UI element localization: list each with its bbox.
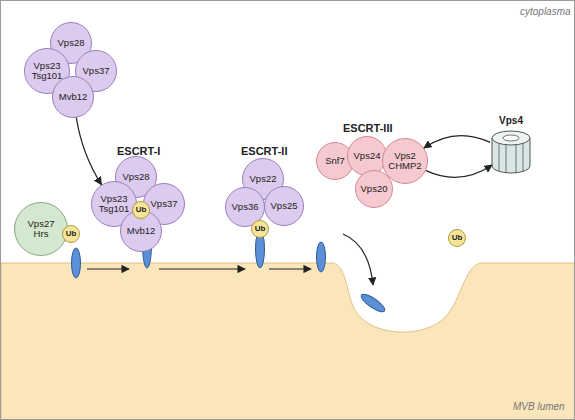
recruitment-arrow [424,136,490,148]
region-label: cytoplasma [520,6,571,17]
text-wrap: Vps36 [232,202,259,212]
text-wrap: Ub [255,225,266,234]
protein-name: Vps24 [354,151,381,161]
text-wrap: Vps37 [151,199,178,209]
text-wrap: Ub [66,230,77,239]
text-wrap: Vps20 [361,184,388,194]
flow-arrow [159,268,245,269]
protein-name: Vps27 Hrs [15,219,67,240]
protein-name: Vps23 Tsg101 [92,194,136,215]
text-wrap: Mvb12 [127,226,156,236]
text-wrap: Snf7 [325,156,345,166]
protein-name: Vps28 [123,172,150,182]
ubiquitin-tag: Ub [132,201,150,219]
protein-name: Snf7 [325,156,345,166]
sorting-arrow [343,234,373,285]
text-wrap: Vps25 [271,201,298,211]
region-label: MVB lumen [513,401,565,412]
cargo-protein [317,242,326,272]
protein-name: Vps37 [151,199,178,209]
text-wrap: Vps28 [123,172,150,182]
flow-arrow [87,268,129,269]
recruitment-arrow [426,165,492,177]
cargo-protein [72,248,81,278]
text-wrap: Vps2 CHMP2 [383,151,427,172]
protein-name: Mvb12 [59,92,88,102]
text-wrap: Ub [136,206,147,215]
protein-subunit: Vps27 Hrs [14,202,68,256]
protein-name: Vps37 [83,66,110,76]
cargo-protein [359,291,387,314]
ubiquitin-label: Ub [452,234,463,243]
text-wrap: Vps37 [83,66,110,76]
protein-name: Vps36 [232,202,259,212]
text-wrap: Vps24 [354,151,381,161]
protein-name: Vps2 CHMP2 [383,151,427,172]
protein-name: Vps4 [483,115,539,126]
flow-arrow [269,268,311,269]
text-wrap: Ub [452,234,463,243]
protein-name: Vps22 [250,174,277,184]
text-wrap: Vps28 [58,38,85,48]
ubiquitin-label: Ub [66,230,77,239]
ubiquitin-label: Ub [136,206,147,215]
protein-name: Vps25 [271,201,298,211]
ubiquitin-tag: Ub [62,225,80,243]
hexamer-cylinder [490,129,532,175]
protein-subunit: Vps25 [264,186,304,226]
ubiquitin-tag: Ub [251,220,269,238]
mvb-membrane [1,263,575,420]
protein-subunit: Vps20 [355,170,393,208]
region-label: ESCRT-III [343,122,393,134]
recruitment-arrow [76,118,101,185]
protein-name: Vps28 [58,38,85,48]
protein-subunit: Mvb12 [52,76,94,118]
ubiquitin-label: Ub [255,225,266,234]
region-label: ESCRT-I [117,145,160,157]
region-label: ESCRT-II [241,145,287,157]
protein-name: Vps20 [361,184,388,194]
text-wrap: Vps23 Tsg101 [92,194,136,215]
ubiquitin-tag: Ub [448,229,466,247]
text-wrap: Vps22 [250,174,277,184]
text-wrap: Vps27 Hrs [15,219,67,240]
text-wrap: Mvb12 [59,92,88,102]
protein-name: Mvb12 [127,226,156,236]
vps4-atpase: Vps4 [483,115,539,175]
